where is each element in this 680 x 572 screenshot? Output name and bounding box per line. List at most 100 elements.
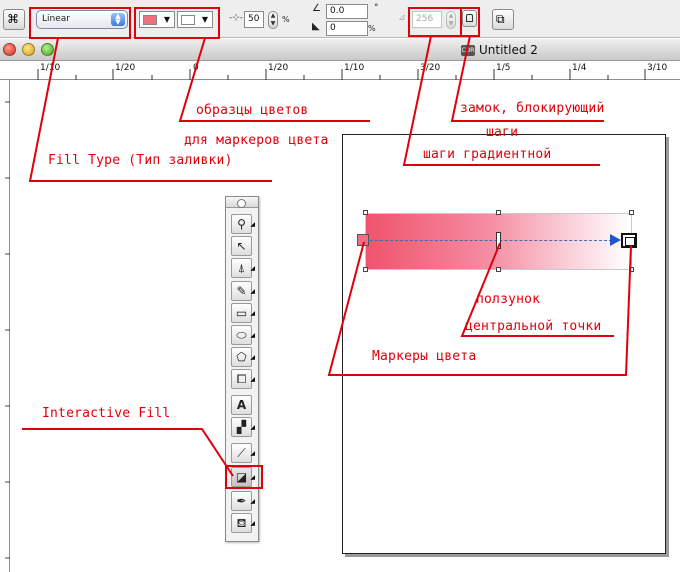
gradient-steps-field[interactable]: 256	[412, 11, 442, 28]
gradient-steps-highlight	[408, 7, 462, 37]
annotation-midpoint-slider-2: центральной точки	[465, 319, 602, 334]
basic-shapes-tool[interactable]: ⧠◢	[231, 369, 255, 389]
angle-icon: ∠	[312, 3, 321, 14]
zoom-window-button[interactable]	[41, 43, 54, 56]
edge-pad-icon: ◣	[312, 21, 320, 32]
ruler-label: 1/20	[268, 63, 289, 73]
fill-type-select[interactable]: Linear ▲▼	[36, 10, 128, 29]
color-samples-highlight	[134, 7, 220, 39]
color-samples-callout	[178, 37, 370, 122]
copy-fill-properties-button[interactable]: ⌘	[3, 9, 25, 30]
vertical-ruler[interactable]	[0, 80, 10, 572]
document-title-bar: CDR Untitled 2	[0, 39, 680, 61]
polygon-icon: ⬠	[236, 350, 247, 364]
annotation-midpoint-slider-1: ползунок	[476, 292, 541, 307]
fill-type-callout	[28, 37, 272, 182]
ellipse-icon: ⬭	[236, 328, 247, 342]
interactive-fill-highlight	[225, 465, 263, 489]
fill-bucket-icon: ⛾	[236, 516, 247, 530]
midpoint-slider-callout	[460, 242, 614, 337]
selection-handle[interactable]	[629, 210, 634, 215]
flyout-icon: ◢	[250, 424, 255, 431]
shape-tool[interactable]: ⍋◢	[231, 258, 255, 278]
annotation-lock-steps-2: шаги	[486, 125, 519, 140]
rectangle-tool[interactable]: ▭◢	[231, 303, 255, 323]
angle-field[interactable]: 0.0	[326, 4, 368, 19]
flyout-icon: ◢	[250, 332, 255, 339]
ruler-label: 1/4	[572, 63, 587, 73]
selection-handle[interactable]	[363, 210, 368, 215]
ruler-label: 3/20	[420, 63, 441, 73]
flyout-icon: ◢	[250, 221, 255, 228]
interactive-fill-tool[interactable]: ◪◢	[231, 467, 255, 487]
gradient-steps-value: 256	[416, 14, 434, 24]
flyout-icon: ◢	[250, 288, 255, 295]
flyout-icon: ◢	[250, 310, 255, 317]
flyout-icon: ◢	[250, 450, 255, 457]
lock-icon	[466, 14, 473, 22]
outline-pen-tool[interactable]: ✒◢	[231, 491, 255, 511]
end-color-picker[interactable]: ▼	[177, 11, 213, 28]
steps-icon: ⊿	[398, 13, 406, 23]
polygon-tool[interactable]: ⬠◢	[231, 347, 255, 367]
shape-icon: ⍋	[237, 261, 246, 275]
text-tool[interactable]: A	[231, 395, 252, 415]
zoom-tool[interactable]: ⚲◢	[231, 214, 255, 234]
property-bar: ⌘ Linear ▲▼ ▼ ▼ -⊹- 50 ▲▼ % ∠ 0.0 ° ◣ 0 …	[0, 0, 680, 38]
document-title: Untitled 2	[479, 43, 538, 57]
end-color-swatch	[181, 15, 195, 25]
ruler-label: 3/10	[647, 63, 668, 73]
dropdown-arrow-icon: ▼	[201, 15, 208, 24]
interactive-fill-icon: ◪	[235, 470, 248, 484]
lock-steps-button[interactable]	[462, 10, 477, 27]
pick-arrow-icon: ↖	[236, 239, 247, 253]
angle-unit: °	[374, 3, 379, 13]
midpoint-icon: -⊹-	[229, 13, 244, 23]
lock-steps-highlight	[460, 7, 480, 37]
midpoint-stepper[interactable]: ▲▼	[268, 11, 278, 29]
midpoint-field[interactable]: 50	[244, 11, 264, 28]
ruler-label: 1/10	[344, 63, 365, 73]
gradient-steps-stepper[interactable]: ▲▼	[446, 11, 456, 29]
toolbox: ⚲◢ ↖ ⍋◢ ✎◢ ▭◢ ⬭◢ ⬠◢ ⧠◢ A ▞◢ ⟋◢ ◪◢ ✒◢ ⛾◢	[225, 196, 259, 542]
pick-tool[interactable]: ↖	[231, 236, 252, 256]
ellipse-tool[interactable]: ⬭◢	[231, 325, 255, 345]
start-color-swatch	[143, 15, 157, 25]
copy-properties-icon: ⧉	[496, 12, 505, 26]
copy-properties-button[interactable]: ⧉	[492, 9, 514, 30]
flyout-icon: ◢	[250, 474, 255, 481]
close-window-button[interactable]	[3, 43, 16, 56]
annotation-interactive-fill: Interactive Fill	[42, 406, 171, 421]
ruler-label: 1/20	[115, 63, 136, 73]
document-page[interactable]	[342, 134, 666, 554]
ruler-ticks	[37, 69, 646, 80]
vector-arrow-icon	[610, 234, 621, 246]
eyedropper-tool[interactable]: ⟋◢	[231, 443, 255, 463]
annotation-gradient-steps: шаги градиентной	[423, 147, 552, 162]
ruler-ticks	[5, 101, 10, 559]
annotation-lock-steps-1: замок, блокирующий	[460, 101, 605, 116]
angle-value: 0.0	[330, 6, 345, 16]
freehand-tool[interactable]: ✎◢	[231, 281, 255, 301]
interactive-blend-tool[interactable]: ▞◢	[231, 417, 255, 437]
minimize-window-button[interactable]	[22, 43, 35, 56]
toolbox-title-bar[interactable]	[226, 197, 258, 208]
annotation-for-color-markers: для маркеров цвета	[184, 133, 329, 148]
color-markers-callout	[327, 241, 632, 376]
zoom-icon: ⚲	[237, 217, 246, 231]
edge-pad-value: 0	[330, 23, 336, 33]
start-color-picker[interactable]: ▼	[139, 11, 175, 28]
flyout-icon: ◢	[250, 376, 255, 383]
selection-handle[interactable]	[496, 267, 501, 272]
fill-tool[interactable]: ⛾◢	[231, 513, 255, 533]
lock-steps-callout	[450, 35, 604, 122]
horizontal-ruler[interactable]: 1/10 1/20 0 1/20 1/10 3/20 1/5 1/4 3/10	[0, 62, 680, 80]
ruler-label: 1/5	[496, 63, 511, 73]
edge-pad-field[interactable]: 0	[326, 21, 368, 36]
rectangle-icon: ▭	[235, 306, 248, 320]
selection-handle[interactable]	[496, 210, 501, 215]
flyout-icon: ◢	[250, 520, 255, 527]
selection-handle[interactable]	[363, 267, 368, 272]
midpoint-value: 50	[248, 14, 260, 24]
